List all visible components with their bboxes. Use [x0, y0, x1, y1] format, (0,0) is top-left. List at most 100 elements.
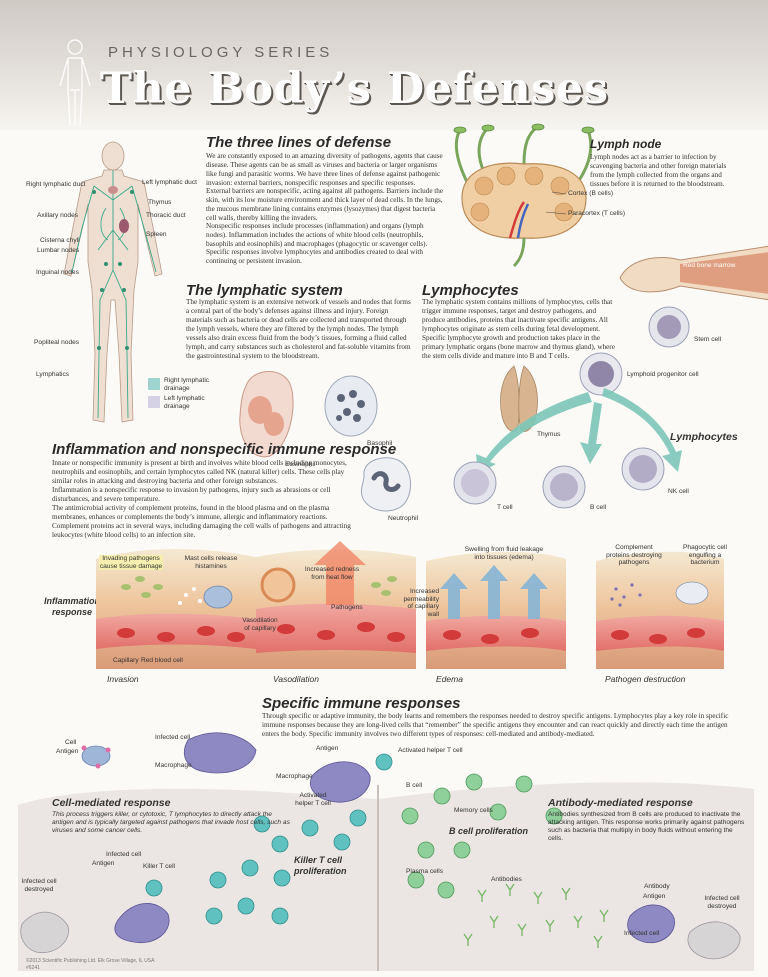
sp-label-infected-cell2: Infected cell [106, 851, 142, 858]
antibody-mediated-title: Antibody-mediated response [548, 797, 693, 809]
basophil-icon [324, 375, 378, 437]
p4-label-phagocytic: Phagocytic cell engulfing a bacterium [683, 544, 727, 566]
series-label: PHYSIOLOGY SERIES [108, 44, 334, 61]
label-thoracic-duct: Thoracic duct [146, 212, 186, 219]
label-popliteal-nodes: Popliteal nodes [34, 339, 80, 346]
lymph-node-text: Lymph nodes act as a barrier to infectio… [590, 153, 727, 188]
label-lymphatics: Lymphatics [36, 371, 70, 378]
bone-marrow-illustration [619, 245, 768, 301]
label-red-bone-marrow: Red bone marrow [683, 262, 736, 269]
label-right-lymphatic-duct: Right lymphatic duct [26, 181, 86, 188]
b-cell-icon [542, 465, 586, 509]
label-paracortex: Paracortex (T cells) [568, 210, 626, 217]
label-spleen: Spleen [146, 231, 167, 238]
label-nk-cell: NK cell [668, 488, 689, 495]
p3-label-permeability: Increased permeability of capillary wall [403, 588, 439, 618]
thymus-illustration [500, 365, 538, 432]
label-eosinophil: Eosinophil [285, 461, 316, 468]
p1-label-capillary: Capillary [113, 657, 139, 664]
sp-label-antigen2: Antigen [316, 745, 339, 752]
specific-text: Through specific or adaptive immunity, t… [262, 712, 729, 738]
inflammation-title: Inflammation and nonspecific immune resp… [52, 441, 397, 458]
label-thymus: Thymus [148, 199, 172, 206]
three-lines-p2: External barriers are nonspecific, actin… [206, 187, 444, 222]
p1-label-rbc: Red blood cell [141, 657, 183, 664]
sp-label-antigen: Antigen [56, 748, 79, 755]
t-cell-icon [453, 461, 497, 505]
label-neutrophil: Neutrophil [388, 515, 419, 522]
progenitor-cell-icon [579, 352, 623, 396]
legend-swatch-right-drainage [148, 378, 160, 390]
lymphocytes-title: Lymphocytes [422, 282, 519, 299]
three-lines-title: The three lines of defense [206, 134, 392, 151]
label-t-cell: T cell [497, 504, 513, 511]
sp-label-macrophage2: Macrophage [276, 773, 313, 780]
killer-prolif-label: Killer T cell proliferation [294, 855, 347, 876]
neutrophil-icon [360, 457, 411, 512]
footer-code: #6241 [26, 965, 40, 971]
cell-mediated-text: This process triggers killer, or cytotox… [52, 811, 290, 834]
sp-label-macrophage: Macrophage [155, 762, 192, 769]
sp-label-infected-cell: Infected cell [155, 734, 191, 741]
b-prolif-label: B cell proliferation [449, 826, 529, 836]
three-lines-p4: Specific responses involve lymphocytes a… [206, 248, 423, 265]
three-lines-p1: We are constantly exposed to an amazing … [206, 152, 443, 187]
p3-label-swelling: Swelling from fluid leakage into tissues… [464, 546, 544, 561]
p2-label-pathogens: Pathogens [331, 604, 363, 611]
legend-swatch-left-drainage [148, 396, 160, 408]
specific-title: Specific immune responses [262, 695, 461, 712]
p2-caption: Vasodilation [273, 674, 319, 684]
lymphocytes-subtitle: Lymphocytes [670, 431, 738, 443]
sp-label-infected-destroyed2: Infected cell destroyed [704, 895, 740, 910]
inflammation-panels [96, 541, 724, 669]
inflammation-response-label: Inflammation response [43, 596, 100, 617]
lymphatic-body-figure [63, 141, 163, 423]
p1-label-invading: Invading pathogens cause tissue damage [99, 555, 163, 570]
sp-label-activated-helper: Activated helper T cell [398, 747, 463, 754]
poster-title: The Body’s Defenses [100, 64, 609, 114]
label-stem-cell: Stem cell [694, 336, 722, 343]
human-silhouette-icon [59, 39, 91, 127]
p4-label-complement: Complement proteins destroying pathogens [606, 544, 662, 566]
sp-label-memory-cells: Memory cells [454, 807, 493, 814]
p2-label-redness: Increased redness from heat flow [304, 566, 360, 581]
antibody-mediated-text: Antibodies synthesized from B cells are … [548, 811, 745, 842]
sp-label-activated-helper2: Activated helper T cell [295, 792, 331, 807]
eosinophil-icon [239, 371, 294, 458]
title-banner [0, 0, 768, 130]
p3-caption: Edema [436, 674, 463, 684]
cell-mediated-title: Cell-mediated response [52, 797, 171, 809]
label-thymus-organ: Thymus [537, 431, 561, 438]
inflammation-p3: The antimicrobial activity of complement… [52, 504, 351, 539]
sp-label-antigen3: Antigen [92, 860, 115, 867]
legend-right-drainage: Right lymphatic drainage [164, 377, 210, 392]
lymphocytes-text: The lymphatic system contains millions o… [422, 298, 615, 360]
sp-label-antigen4: Antigen [643, 893, 666, 900]
label-cisterna-chyli: Cisterna chyli [40, 237, 80, 244]
p4-caption: Pathogen destruction [605, 674, 686, 684]
sp-label-infected-destroyed: Infected cell destroyed [21, 878, 57, 893]
footer-copyright: ©2013 Scientific Publishing Ltd. Elk Gro… [26, 958, 155, 964]
sp-label-plasma-cells: Plasma cells [406, 868, 444, 875]
stem-cell-icon [648, 306, 690, 348]
label-left-lymphatic-duct: Left lymphatic duct [142, 179, 197, 186]
label-progenitor: Lymphoid progenitor cell [627, 371, 699, 378]
label-lumbar-nodes: Lumbar nodes [37, 247, 80, 254]
sp-label-b-cell: B cell [406, 782, 423, 789]
lymphatic-system-title: The lymphatic system [186, 282, 343, 299]
label-basophil: Basophil [367, 440, 393, 447]
label-b-cell: B cell [590, 504, 607, 511]
sp-label-antibodies: Antibodies [491, 876, 522, 883]
inflammation-p2: Inflammation is a nonspecific response t… [52, 486, 331, 503]
sp-label-antibody: Antibody [644, 883, 670, 890]
label-axillary-nodes: Axillary nodes [37, 212, 79, 219]
inflammation-p1: Innate or nonspecific immunity is presen… [52, 459, 347, 485]
p1-label-mast: Mast cells release histamines [184, 555, 238, 570]
p2-label-vasodilation: Vasodilation of capillary [242, 617, 278, 632]
sp-label-infected-cell3: Infected cell [624, 930, 660, 937]
lymphatic-system-text: The lymphatic system is an extensive net… [186, 298, 411, 360]
label-inguinal-nodes: Inguinal nodes [36, 269, 79, 276]
sp-label-cell: Cell [65, 739, 77, 746]
nk-cell-icon [621, 447, 665, 491]
